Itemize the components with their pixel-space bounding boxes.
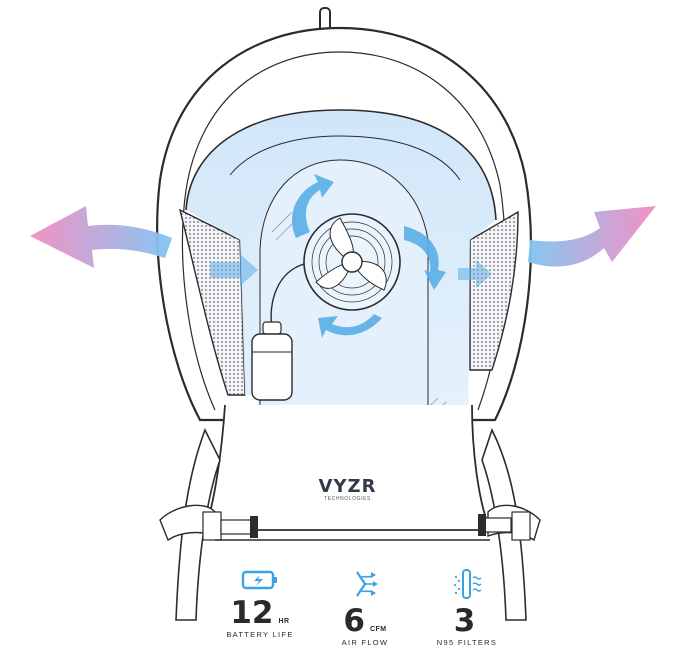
filter-icon xyxy=(453,569,482,599)
spec-battery-label: BATTERY LIFE xyxy=(226,630,294,639)
exhaust-arrow-right xyxy=(528,206,656,267)
spec-battery-value: 12 xyxy=(230,595,274,631)
spec-airflow-value: 6 xyxy=(343,603,365,639)
spec-filters: 3 N95 FILTERS xyxy=(412,568,522,647)
exhaust-arrow-left xyxy=(30,206,172,268)
spec-battery-unit: HR xyxy=(278,618,290,625)
strap-left xyxy=(159,504,258,542)
airflow-icon xyxy=(356,571,378,597)
battery-pack xyxy=(251,263,305,401)
spec-airflow-label: AIR FLOW xyxy=(341,638,389,647)
spec-battery: 12 HR BATTERY LIFE xyxy=(205,568,315,639)
brand-tagline: TECHNOLOGIES xyxy=(324,496,371,502)
airflow-arrows xyxy=(210,174,492,338)
fan xyxy=(303,213,401,311)
brand-name: VYZR xyxy=(318,476,377,497)
battery-icon xyxy=(241,570,277,590)
hood-lower xyxy=(175,404,527,621)
brand-logo: VYZR TECHNOLOGIES xyxy=(0,476,695,503)
spec-filters-value: 3 xyxy=(453,603,476,639)
mesh-panel-left xyxy=(178,208,246,396)
mesh-panel-right xyxy=(469,210,519,371)
spec-filters-label: N95 FILTERS xyxy=(436,638,498,647)
spec-airflow-unit: CFM xyxy=(369,626,387,633)
spec-airflow: 6 CFM AIR FLOW xyxy=(310,568,420,647)
strap-right xyxy=(478,504,541,542)
